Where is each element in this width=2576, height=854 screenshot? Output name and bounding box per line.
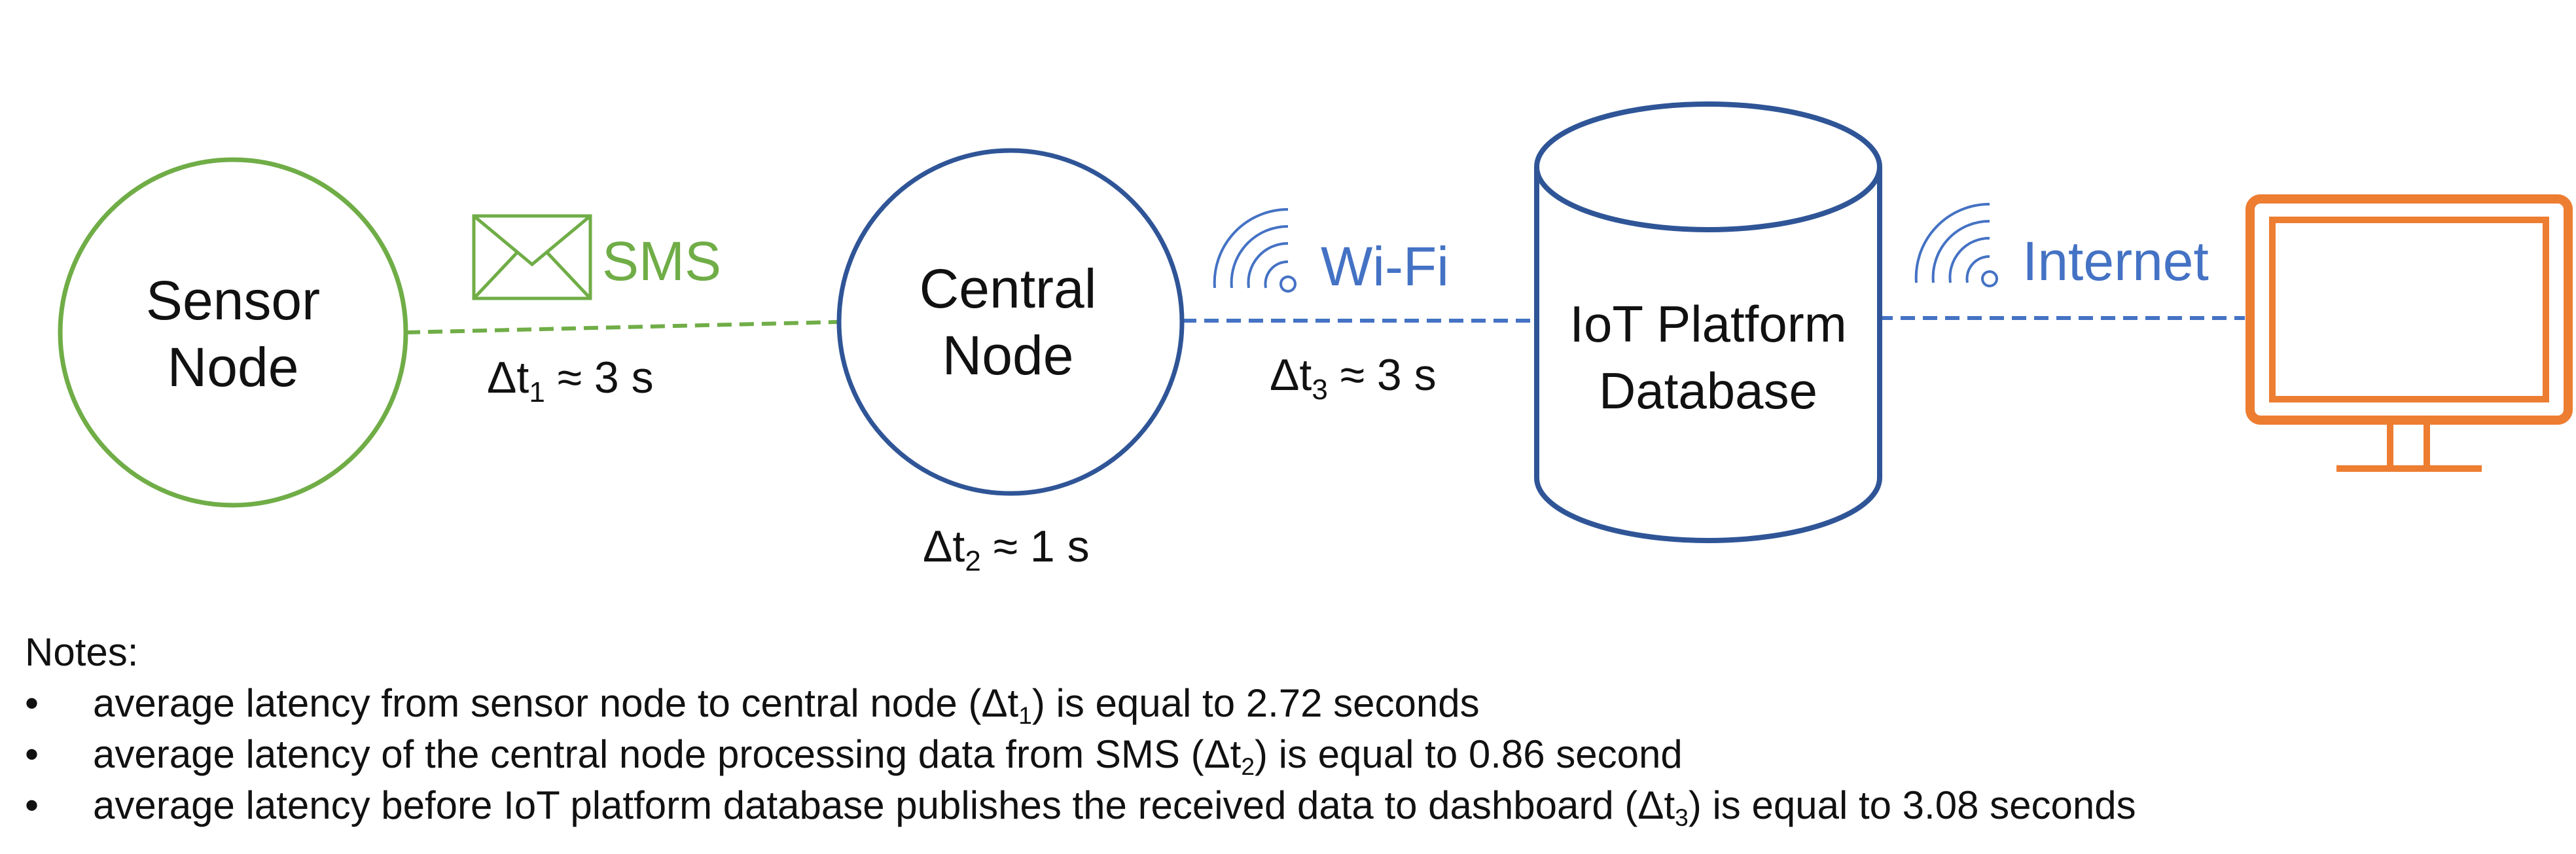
sensor-node: Sensor Node <box>58 157 408 508</box>
bullet: • <box>25 783 39 827</box>
note-text: average latency before IoT platform data… <box>93 783 1675 827</box>
note-subscript: 2 <box>1241 753 1255 781</box>
database-label-line2: Database <box>1599 362 1817 419</box>
note-text: ) is equal to 0.86 second <box>1255 732 1683 776</box>
note-subscript: 3 <box>1675 804 1689 832</box>
bullet: • <box>25 681 39 725</box>
database-label-line1: IoT Platform <box>1569 295 1846 353</box>
note-item: • average latency before IoT platform da… <box>25 780 2564 831</box>
note-text: ) is equal to 3.08 seconds <box>1688 783 2136 827</box>
delta-t1-label: Δt1 ≈ 3 s <box>487 353 654 408</box>
delta-t3-label: Δt3 ≈ 3 s <box>1270 350 1437 406</box>
central-node-label-line2: Node <box>942 325 1074 386</box>
sensor-node-label-line1: Sensor <box>146 270 320 331</box>
note-subscript: 1 <box>1018 702 1032 730</box>
notes-section: Notes: • average latency from sensor nod… <box>25 627 2564 831</box>
notes-list: • average latency from sensor node to ce… <box>25 678 2564 831</box>
note-text: ) is equal to 2.72 seconds <box>1031 681 1480 725</box>
notes-title: Notes: <box>25 630 139 674</box>
sensor-node-label-line2: Node <box>168 336 299 398</box>
note-item: • average latency from sensor node to ce… <box>25 678 2564 729</box>
iot-platform-database: IoT Platform Database <box>1534 101 1882 543</box>
delta-t2-label: Δt2 ≈ 1 s <box>923 522 1090 577</box>
internet-signal-icon <box>1914 202 1998 287</box>
wifi-signal-icon <box>1213 207 1297 293</box>
note-text: average latency from sensor node to cent… <box>93 681 1019 725</box>
internet-label: Internet <box>2022 230 2209 292</box>
note-item: • average latency of the central node pr… <box>25 729 2564 780</box>
monitor-icon <box>2245 194 2573 472</box>
sms-label: SMS <box>602 230 721 292</box>
sms-link-line <box>405 320 840 334</box>
bullet: • <box>25 732 39 776</box>
note-text: average latency of the central node proc… <box>93 732 1242 776</box>
central-node: Central Node <box>836 148 1185 496</box>
central-node-label-line1: Central <box>920 258 1097 319</box>
wifi-label: Wi-Fi <box>1321 236 1449 297</box>
envelope-icon <box>472 214 592 300</box>
